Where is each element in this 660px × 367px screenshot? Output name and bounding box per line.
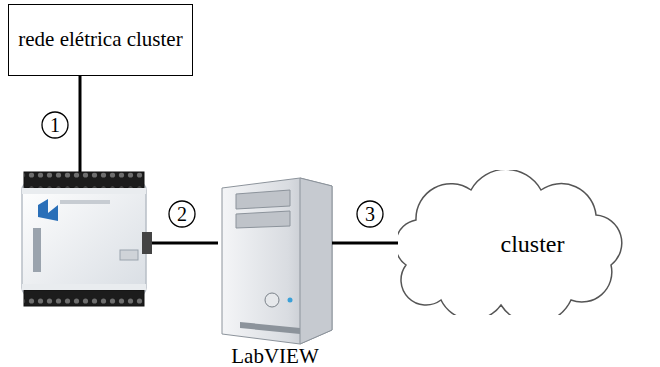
connector xyxy=(332,242,408,245)
cloud: cluster xyxy=(398,170,653,315)
daq-device xyxy=(22,172,152,306)
callout-circle xyxy=(357,201,383,227)
callout-number: 1 xyxy=(43,113,67,137)
callout-number: 3 xyxy=(358,202,382,226)
wire xyxy=(79,76,82,176)
software-label: LabVIEW xyxy=(212,344,338,367)
computer: LabVIEW xyxy=(212,176,338,364)
callout-circle xyxy=(169,201,195,227)
node-label: cluster xyxy=(412,230,653,259)
pc-tower xyxy=(222,178,332,344)
callout-number: 2 xyxy=(170,202,194,226)
wire xyxy=(150,242,218,245)
callout-circle xyxy=(42,112,68,138)
power-box: rede elétrica cluster xyxy=(8,4,193,76)
node-label: rede elétrica cluster xyxy=(17,27,184,52)
